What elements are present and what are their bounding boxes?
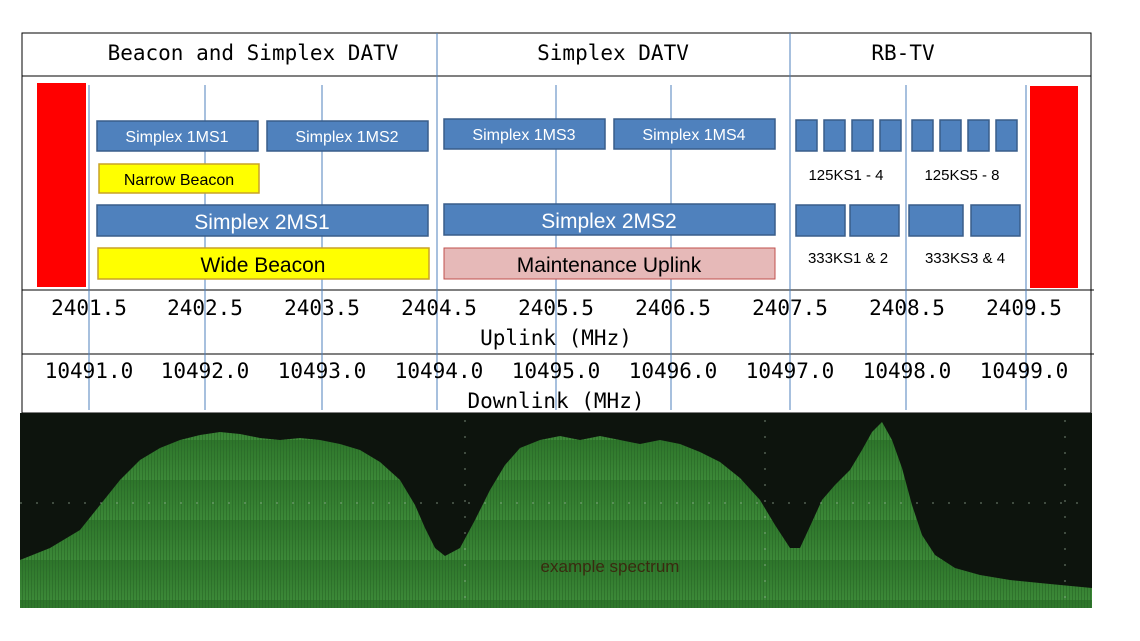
- uplink-tick: 2403.5: [284, 296, 360, 320]
- uplink-tick: 2401.5: [51, 296, 127, 320]
- uplink-tick: 2406.5: [635, 296, 711, 320]
- channel-simplex-1ms4: [613, 118, 776, 150]
- channel-simplex-1ms1: [96, 120, 259, 152]
- downlink-tick: 10492.0: [161, 359, 250, 383]
- channel-simplex-2ms2: [443, 203, 776, 236]
- guard-band-left: [37, 83, 86, 287]
- downlink-tick: 10499.0: [980, 359, 1069, 383]
- channel-125ks8: [995, 119, 1018, 152]
- channel-label-simplex-1ms2: Simplex 1MS2: [295, 129, 398, 146]
- downlink-axis-title: Downlink (MHz): [467, 389, 644, 413]
- uplink-tick: 2405.5: [518, 296, 594, 320]
- channel-simplex-1ms3: [443, 118, 606, 150]
- channel-label-simplex-1ms1: Simplex 1MS1: [125, 129, 228, 146]
- channel-label-wide-beacon: Wide Beacon: [201, 254, 326, 277]
- channel-wide-beacon: [97, 247, 430, 280]
- spectrum-trace: [20, 422, 1092, 608]
- uplink-tick: 2407.5: [752, 296, 828, 320]
- downlink-tick: 10495.0: [512, 359, 601, 383]
- channel-label-simplex-1ms4: Simplex 1MS4: [642, 127, 745, 144]
- channel-125ks6: [939, 119, 962, 152]
- channel-125ks3: [851, 119, 874, 152]
- label-125ks1-4: 125KS1 - 4: [808, 167, 883, 184]
- downlink-tick: 10491.0: [45, 359, 134, 383]
- downlink-tick: 10497.0: [746, 359, 835, 383]
- section-title-beacon: Beacon and Simplex DATV: [108, 41, 399, 65]
- channel-label-narrow-beacon: Narrow Beacon: [124, 172, 234, 189]
- uplink-tick: 2409.5: [986, 296, 1062, 320]
- channel-125ks4: [879, 119, 902, 152]
- channel-125ks5: [911, 119, 934, 152]
- channel-label-maintenance-uplink: Maintenance Uplink: [517, 254, 702, 277]
- spectrum-caption: example spectrum: [541, 557, 680, 576]
- section-title-rbtv: RB-TV: [871, 41, 935, 65]
- label-125ks5-8: 125KS5 - 8: [924, 167, 999, 184]
- simplex-1ms-row: Simplex 1MS1 Simplex 1MS2 Simplex 1MS3 S…: [96, 118, 776, 152]
- section-title-simplex: Simplex DATV: [537, 41, 689, 65]
- channel-333ks2: [849, 204, 900, 237]
- downlink-tick: 10496.0: [629, 359, 718, 383]
- uplink-tick: 2404.5: [401, 296, 477, 320]
- channel-125ks7: [967, 119, 990, 152]
- rbtv-333ks-blocks: [795, 204, 1021, 237]
- downlink-axis: 10491.0 10492.0 10493.0 10494.0 10495.0 …: [45, 359, 1069, 383]
- channel-maintenance-uplink: [443, 247, 776, 280]
- guard-band-right: [1030, 86, 1078, 288]
- channel-label-simplex-1ms3: Simplex 1MS3: [472, 127, 575, 144]
- rbtv-125ks-blocks: [795, 119, 1018, 152]
- channel-narrow-beacon: [98, 163, 260, 194]
- downlink-tick: 10498.0: [863, 359, 952, 383]
- label-333ks3-4: 333KS3 & 4: [925, 250, 1005, 267]
- channel-label-simplex-2ms1: Simplex 2MS1: [194, 211, 329, 234]
- channel-333ks1: [795, 204, 846, 237]
- channel-simplex-1ms2: [266, 120, 429, 152]
- downlink-tick: 10493.0: [278, 359, 367, 383]
- uplink-axis-title: Uplink (MHz): [480, 326, 632, 350]
- uplink-axis: 2401.5 2402.5 2403.5 2404.5 2405.5 2406.…: [51, 296, 1062, 320]
- channel-simplex-2ms1: [96, 204, 429, 237]
- uplink-tick: 2402.5: [167, 296, 243, 320]
- label-333ks1-2: 333KS1 & 2: [808, 250, 888, 267]
- downlink-tick: 10494.0: [395, 359, 484, 383]
- channel-label-simplex-2ms2: Simplex 2MS2: [541, 210, 676, 233]
- channel-333ks3: [908, 204, 964, 237]
- channel-333ks4: [970, 204, 1021, 237]
- channel-125ks2: [823, 119, 846, 152]
- channel-125ks1: [795, 119, 818, 152]
- example-spectrum-panel: example spectrum: [20, 413, 1092, 608]
- uplink-tick: 2408.5: [869, 296, 945, 320]
